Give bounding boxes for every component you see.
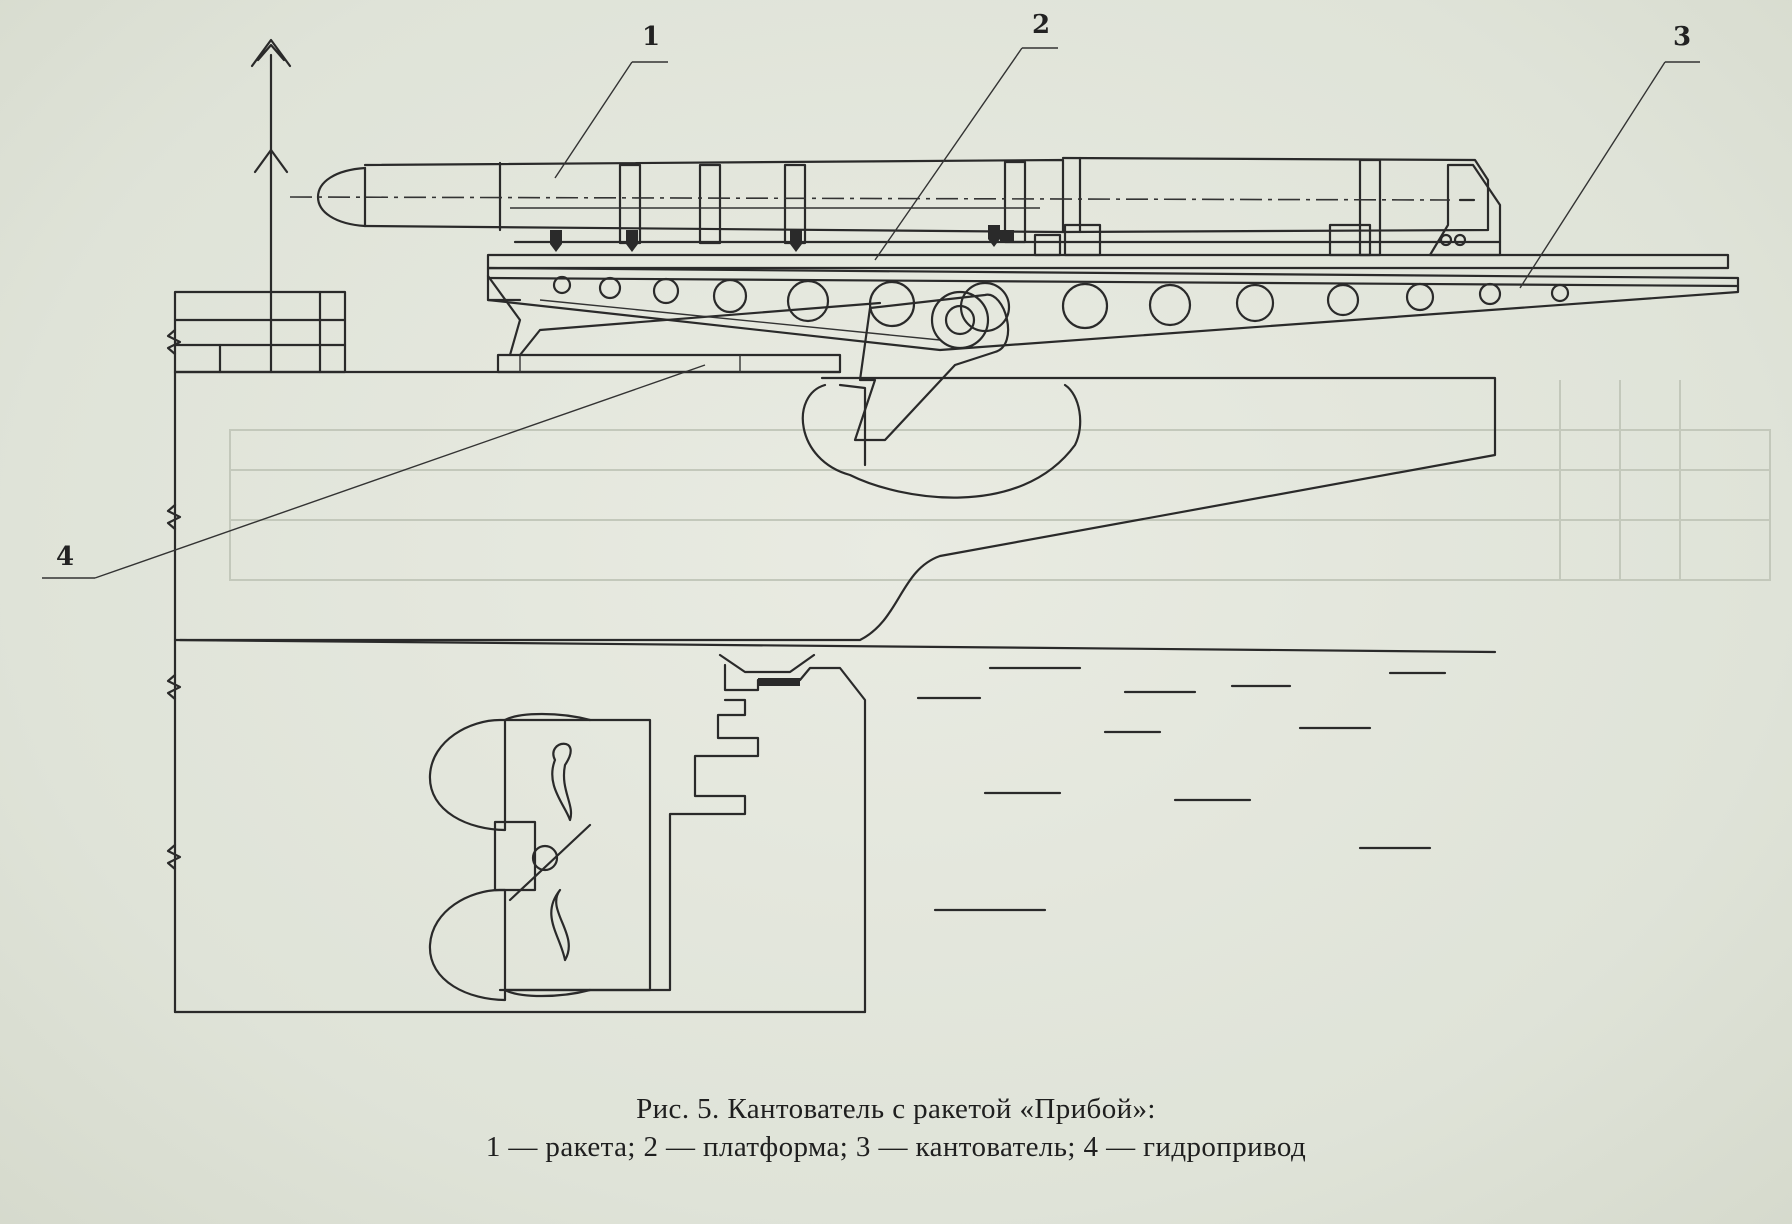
sea-surface (916, 666, 1447, 912)
caption-title: Рис. 5. Кантователь с ракетой «Прибой»: (636, 1093, 1156, 1125)
rocket-body (289, 156, 1490, 257)
launch-platform (486, 158, 1730, 270)
hydraulic-drive (486, 274, 882, 374)
callout-3-tilting-frame: 3 (1673, 22, 1692, 52)
callout-4-hydraulic-drive: 4 (56, 542, 75, 572)
figure-caption: Рис. 5. Кантователь с ракетой «Прибой»: … (0, 1090, 1792, 1166)
tilting-frame (486, 266, 1740, 499)
callout-2-platform: 2 (1032, 10, 1051, 40)
callout-1-rocket: 1 (642, 22, 661, 52)
ship-hull (166, 38, 1497, 1014)
caption-legend: 1 — ракета; 2 — платформа; 3 — кантовате… (485, 1131, 1307, 1163)
bleed-through (229, 380, 1771, 581)
callout-leaders (42, 47, 1700, 579)
propeller-assembly (428, 712, 652, 1002)
